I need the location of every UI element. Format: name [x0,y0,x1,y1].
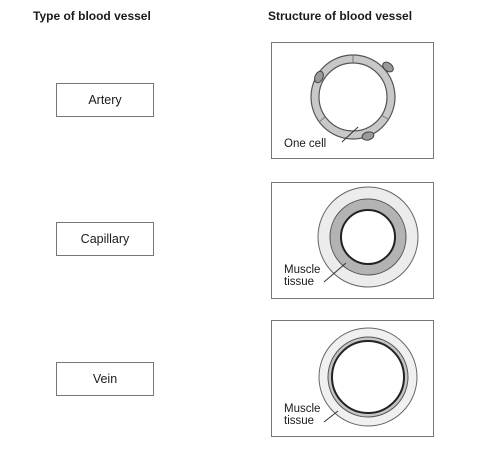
vessel-type-box-capillary[interactable]: Capillary [56,222,154,256]
label-pointer-line [323,262,347,283]
vessel-type-box-artery[interactable]: Artery [56,83,154,117]
cell-nucleus [382,61,394,73]
cell-nucleus [361,131,375,141]
vessel-type-label: Capillary [80,232,130,246]
cell-boundary [318,116,326,123]
vessel-type-label: Vein [92,372,118,386]
vessel-lumen [340,209,396,265]
muscle-tissue-label-line1: Muscle [284,403,321,415]
label-pointer-line [323,410,339,423]
label-pointer-line [341,126,359,143]
muscle-tissue-label-line2: tissue [284,276,315,288]
vessel-lumen [331,340,405,414]
cell-nucleus [314,70,324,84]
structure-box-thin-muscle[interactable]: Muscle tissue [271,320,434,437]
structure-box-one-cell[interactable]: One cell [271,42,434,159]
structure-column-header: Structure of blood vessel [268,9,413,23]
one-cell-label: One cell [284,138,327,150]
one-cell-wall-diagram [310,54,396,143]
vessel-lumen [318,62,388,132]
structure-box-thick-muscle[interactable]: Muscle tissue [271,182,434,299]
cell-boundary [380,114,389,120]
muscle-tissue-label-line1: Muscle [284,264,321,276]
vessel-type-label: Artery [88,93,122,107]
thick-muscle-wall-diagram [317,186,419,288]
thin-muscle-wall-diagram [318,327,418,427]
type-column-header: Type of blood vessel [33,9,151,23]
vessel-type-box-vein[interactable]: Vein [56,362,154,396]
muscle-tissue-label-line2: tissue [284,415,315,427]
